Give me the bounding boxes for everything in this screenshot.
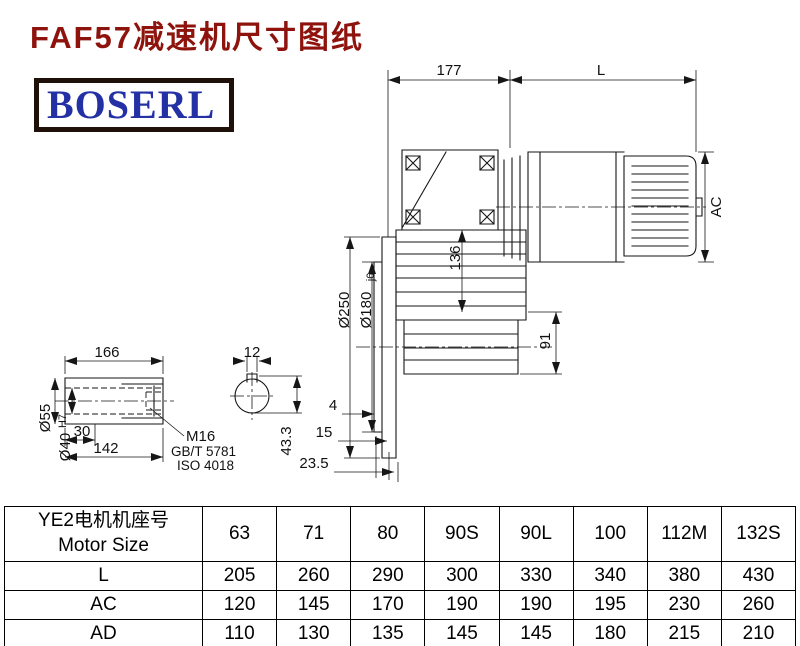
- frame-size-100: 100: [572, 506, 648, 562]
- extension-lines-path: [64, 70, 714, 482]
- dim-flange-od-label: Ø250: [336, 292, 353, 329]
- table-cell: 330: [498, 561, 574, 591]
- table-cell: 135: [350, 619, 426, 646]
- extension-lines: [64, 70, 714, 482]
- std-iso-label: ISO 4018: [177, 458, 234, 473]
- dimension-lines: [51, 76, 709, 476]
- dim-bore-tol-label: H7: [57, 414, 69, 428]
- table-cell: 260: [276, 561, 352, 591]
- table-cell: 290: [350, 561, 426, 591]
- table-cell: 210: [720, 619, 797, 646]
- std-gb-label: GB/T 5781: [171, 444, 236, 459]
- end-view-centerlines: [230, 372, 274, 420]
- dim-136-label: 136: [447, 245, 464, 270]
- row-label-L: L: [4, 561, 203, 591]
- dim-166-label: 166: [94, 344, 119, 361]
- table-row-AC: AC 120 145 170 190 190 195 230 260: [4, 590, 797, 620]
- frame-size-80: 80: [350, 506, 426, 562]
- table-header-row: YE2电机机座号 Motor Size 63 71 80 90S 90L 100…: [4, 506, 797, 562]
- dim-AC-label: AC: [708, 196, 725, 217]
- dimension-drawing: 177 L AC Ø250 Ø180 j6 136 91 4 15 23.5 1…: [37, 62, 725, 482]
- table-cell: 190: [424, 590, 500, 620]
- motor-fan-fins: [631, 165, 689, 247]
- motor-size-header-cell: YE2电机机座号 Motor Size: [4, 506, 203, 562]
- motor-size-header-cn: YE2电机机座号: [38, 510, 169, 532]
- thread-label: M16: [186, 428, 215, 445]
- table-row-L: L 205 260 290 300 330 340 380 430: [4, 561, 797, 591]
- table-cell: 215: [646, 619, 722, 646]
- frame-size-90S: 90S: [424, 506, 500, 562]
- dim-bore-label: Ø40: [57, 433, 74, 461]
- brand-logo-text: BOSERL: [47, 82, 216, 127]
- dim-30-label: 30: [74, 423, 91, 440]
- dim-4-label: 4: [329, 397, 337, 414]
- dim-177-label: 177: [436, 62, 461, 79]
- table-cell: 130: [276, 619, 352, 646]
- dim-55-label: Ø55: [37, 404, 54, 432]
- table-cell: 380: [646, 561, 722, 591]
- table-cell: 195: [572, 590, 648, 620]
- motor-size-table: YE2电机机座号 Motor Size 63 71 80 90S 90L 100…: [4, 506, 797, 646]
- dim-L-label: L: [597, 62, 605, 79]
- bolt-pads: [405, 155, 495, 225]
- frame-size-112M: 112M: [646, 506, 722, 562]
- table-cell: 205: [201, 561, 278, 591]
- table-row-AD: AD 110 130 135 145 145 180 215 210: [4, 619, 797, 646]
- table-cell: 170: [350, 590, 426, 620]
- table-cell: 340: [572, 561, 648, 591]
- table-cell: 300: [424, 561, 500, 591]
- table-cell: 180: [572, 619, 648, 646]
- frame-size-132S: 132S: [720, 506, 797, 562]
- dimension-labels: 177 L AC Ø250 Ø180 j6 136 91 4 15 23.5 1…: [37, 62, 725, 473]
- dim-12-label: 12: [244, 344, 261, 361]
- table-cell: 120: [201, 590, 278, 620]
- frame-size-90L: 90L: [498, 506, 574, 562]
- frame-size-63: 63: [201, 506, 278, 562]
- dim-23-5-label: 23.5: [299, 455, 328, 472]
- dim-spigot-od-label: Ø180: [358, 292, 375, 329]
- main-view: [356, 149, 706, 459]
- page-title: FAF57减速机尺寸图纸: [30, 20, 365, 55]
- dim-spigot-tol-label: j6: [365, 273, 377, 283]
- row-label-AC: AC: [4, 590, 203, 620]
- thread-leader-line: [149, 407, 185, 437]
- dim-43-3-label: 43.3: [278, 426, 295, 455]
- table-cell: 145: [276, 590, 352, 620]
- shaft-detail-view: [55, 377, 174, 425]
- motor-size-header-en: Motor Size: [58, 535, 149, 556]
- table-cell: 430: [720, 561, 797, 591]
- table-cell: 190: [498, 590, 574, 620]
- table-cell: 145: [498, 619, 574, 646]
- dim-142-label: 142: [93, 440, 118, 457]
- dim-15-label: 15: [316, 424, 333, 441]
- table-cell: 145: [424, 619, 500, 646]
- table-cell: 230: [646, 590, 722, 620]
- bore-hidden-lines: [65, 387, 163, 415]
- frame-size-71: 71: [276, 506, 352, 562]
- output-flange-outline: [373, 236, 397, 459]
- dim-91-label: 91: [537, 333, 554, 350]
- brand-logo: BOSERL: [34, 78, 234, 132]
- row-label-AD: AD: [4, 619, 203, 646]
- table-cell: 110: [201, 619, 278, 646]
- table-cell: 260: [720, 590, 797, 620]
